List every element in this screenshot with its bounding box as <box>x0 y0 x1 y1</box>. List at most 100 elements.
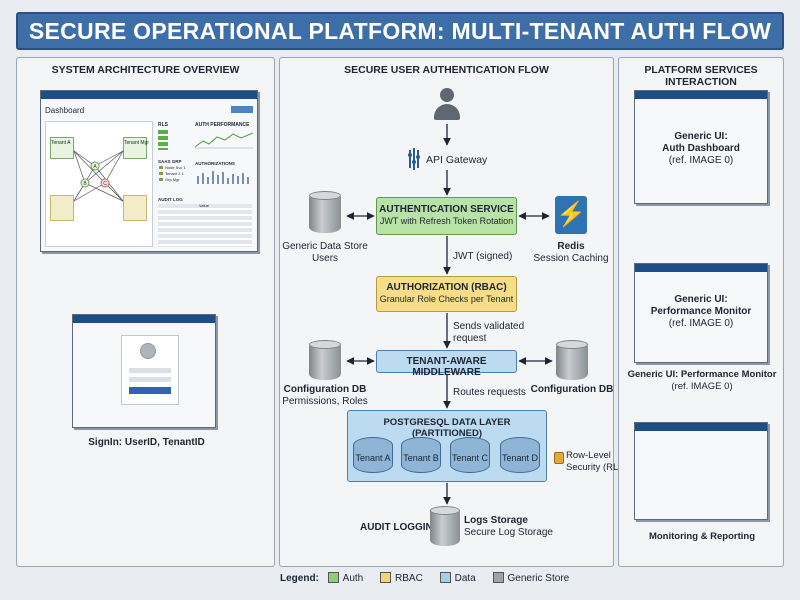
left-panel: SYSTEM ARCHITECTURE OVERVIEW Dashboard T… <box>16 57 275 567</box>
audit-log-label: AUDIT LOG <box>158 197 183 202</box>
graph-node-label-a: A <box>93 164 97 170</box>
graph-node-label-c: C <box>103 181 107 187</box>
routes-label: Routes requests <box>453 387 526 398</box>
userid-input[interactable] <box>129 368 171 373</box>
window-titlebar <box>41 91 257 99</box>
tenant-middleware-box: TENANT-AWARE MIDDLEWARE <box>376 350 517 378</box>
tenant-a-node <box>50 137 74 159</box>
graph-node-yellow-1 <box>50 195 74 221</box>
legend-generic-store-swatch <box>492 572 504 583</box>
authentication-service-box: AUTHENTICATION SERVICE JWT with Refresh … <box>376 197 517 235</box>
signin-caption: SignIn: UserID, TenantID <box>88 437 205 448</box>
legend-data-swatch <box>439 572 451 583</box>
graph-node-label-b: B <box>83 181 87 187</box>
monitoring-window <box>634 422 768 520</box>
tenant-a-db: Tenant A <box>353 437 393 473</box>
rls-lock-icon <box>554 452 564 464</box>
rls-badges <box>158 130 168 150</box>
rls-label: RLS <box>158 122 168 128</box>
authentication-service-sub: JWT with Refresh Token Rotation <box>379 216 514 226</box>
legend-rbac-swatch <box>380 572 392 583</box>
config-db-left-icon <box>309 340 341 380</box>
legend-data: Data <box>439 572 476 584</box>
config-right-cylinder-top <box>556 340 588 349</box>
right-panel-title: PLATFORM SERVICES INTERACTION <box>644 64 758 88</box>
api-gateway-glyph <box>408 148 420 170</box>
data-layer-title: POSTGRESQL DATA LAYER (PARTITIONED) <box>383 417 511 439</box>
node-item-1: Node Svc 1 <box>165 165 186 170</box>
store-cylinder-top <box>309 191 341 200</box>
monitoring-titlebar <box>635 423 767 431</box>
tenant-d-db: Tenant D <box>500 437 540 473</box>
legend-rbac-label: RBAC <box>395 573 423 584</box>
auth-dashboard-line2: Auth Dashboard <box>662 143 740 154</box>
auth-dashboard-titlebar <box>635 91 767 99</box>
dashboard-title: Dashboard <box>45 106 85 115</box>
generic-data-store-title: Generic Data Store <box>282 241 368 252</box>
signin-avatar-icon <box>140 343 156 359</box>
left-panel-title: SYSTEM ARCHITECTURE OVERVIEW <box>51 64 240 76</box>
node-item-2: Tenant 2.1 <box>165 171 184 176</box>
authorization-sub: Granular Role Checks per Tenant <box>379 294 514 304</box>
rls-line1: Row-Level <box>566 450 611 461</box>
legend-auth: Auth <box>327 572 364 584</box>
logs-storage-icon <box>430 506 460 546</box>
auth-dashboard-line1: Generic UI: <box>674 131 728 142</box>
config-db-right-title: Configuration DB <box>530 384 614 395</box>
performance-monitor-caption1: Generic UI: Performance Monitor <box>627 369 777 380</box>
sends-validated-label: Sends validated <box>453 321 525 332</box>
signin-button[interactable] <box>129 387 171 394</box>
api-gateway-icon <box>406 148 422 170</box>
center-panel-title: SECURE USER AUTHENTICATION FLOW <box>344 64 549 76</box>
node-dots <box>159 166 163 182</box>
api-gateway-label: API Gateway <box>426 154 488 166</box>
logs-storage-sub: Secure Log Storage <box>464 527 553 538</box>
redis-sub: Session Caching <box>533 253 609 264</box>
config-db-left-title: Configuration DB <box>283 384 367 395</box>
auth-dashboard-window: Generic UI: Auth Dashboard (ref. IMAGE 0… <box>634 90 768 204</box>
auth-performance-chart <box>195 132 253 149</box>
request-label: request <box>453 333 487 344</box>
rls-line2: Security (RLS) <box>566 462 628 473</box>
legend-auth-swatch <box>327 572 339 583</box>
performance-monitor-line2: Performance Monitor <box>650 306 752 317</box>
saas-grp-label: SAAS GRP <box>158 159 182 164</box>
tenant-a-label: Tenant A <box>51 140 71 146</box>
legend-label: Legend: <box>280 573 319 584</box>
redis-title: Redis <box>557 241 585 252</box>
user-icon <box>434 88 460 124</box>
legend-generic-store-label: Generic Store <box>507 573 570 584</box>
tenant-b-db: Tenant B <box>401 437 441 473</box>
tenant-mgr-label: Tenant Mgr <box>124 140 150 146</box>
legend-generic-store: Generic Store <box>492 572 570 584</box>
graph-node-yellow-2 <box>123 195 147 221</box>
signin-window <box>72 314 216 428</box>
performance-monitor-line3: (ref. IMAGE 0) <box>668 318 734 329</box>
legend-data-label: Data <box>454 573 476 584</box>
tenant-c-db: Tenant C <box>450 437 490 473</box>
authentication-service-title: AUTHENTICATION SERVICE <box>379 204 514 215</box>
config-db-right-icon <box>556 340 588 380</box>
audit-log-table <box>158 204 252 247</box>
performance-monitor-titlebar <box>635 264 767 272</box>
authorizations-label: AUTHORIZATIONS <box>195 161 235 166</box>
node-item-3: Grp Mgr <box>165 177 180 182</box>
auth-dashboard-line3: (ref. IMAGE 0) <box>668 155 734 166</box>
monitoring-caption: Monitoring & Reporting <box>648 531 756 542</box>
logs-cylinder-top <box>430 506 460 515</box>
tenant-mgr-node <box>123 137 147 159</box>
jwt-label: JWT (signed) <box>453 251 513 262</box>
user-icon-head <box>440 88 454 102</box>
authorizations-chart <box>197 171 249 184</box>
audit-logging-label: AUDIT LOGGING <box>360 522 441 533</box>
legend-auth-label: Auth <box>342 573 364 584</box>
graph-edges: A B C <box>73 150 124 202</box>
tenantid-input[interactable] <box>129 377 171 382</box>
page-title: SECURE OPERATIONAL PLATFORM: MULTI-TENAN… <box>16 12 784 50</box>
legend: Legend: Auth RBAC Data Generic Store <box>280 572 570 586</box>
generic-data-store-sub: Users <box>311 253 339 264</box>
performance-monitor-window: Generic UI: Performance Monitor (ref. IM… <box>634 263 768 363</box>
right-panel: PLATFORM SERVICES INTERACTION Generic UI… <box>618 57 784 567</box>
performance-monitor-caption2: (ref. IMAGE 0) <box>671 381 733 392</box>
